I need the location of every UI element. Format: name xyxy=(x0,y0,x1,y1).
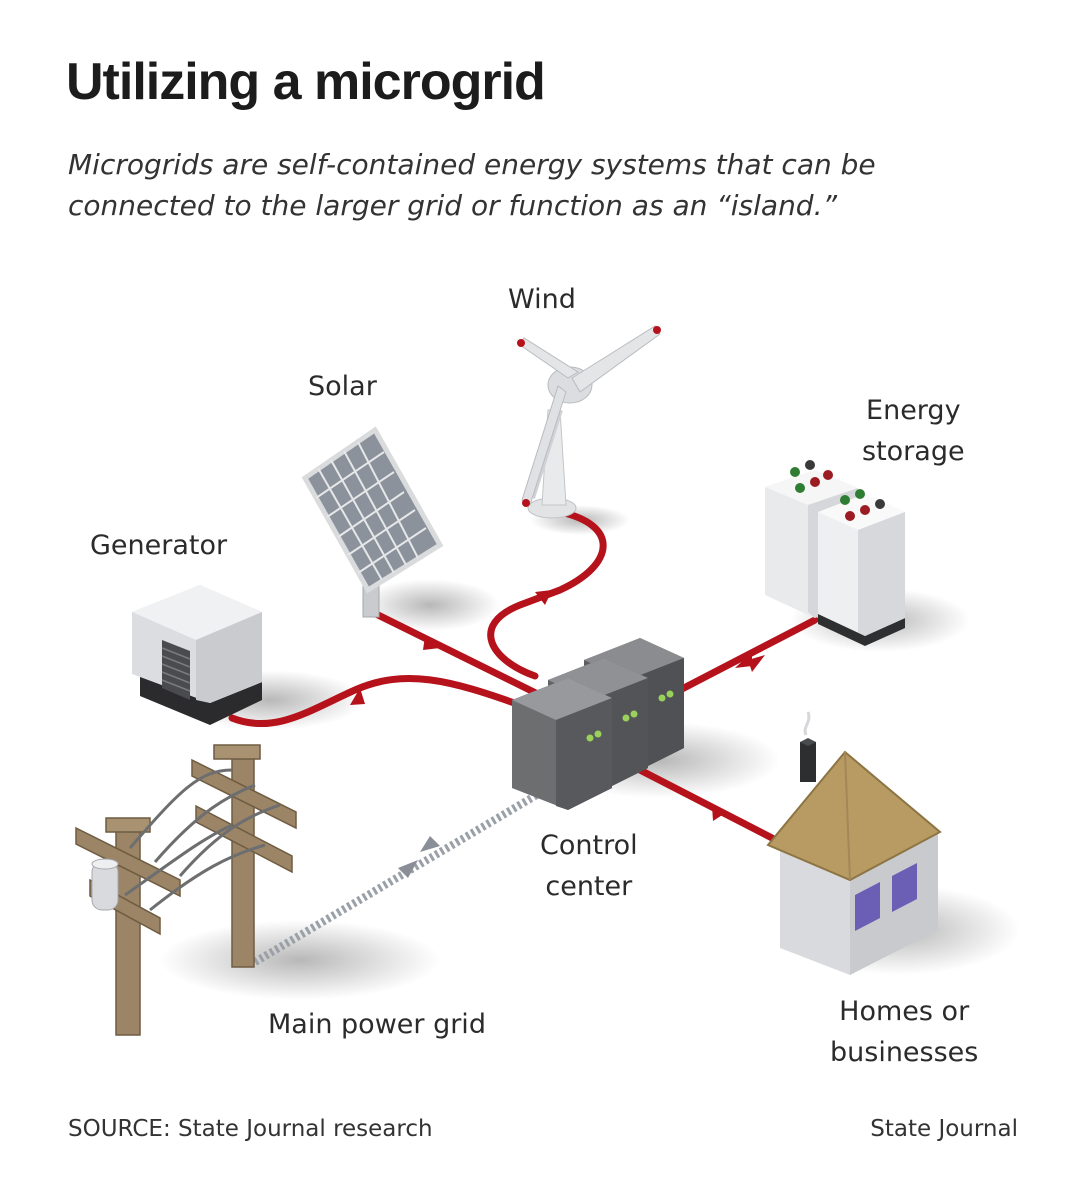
label-control-center-line-1: Control xyxy=(540,830,638,861)
solar-connection xyxy=(368,608,564,709)
house-window xyxy=(855,882,880,931)
energy-storage xyxy=(765,460,905,646)
subtitle-line-1: Microgrids are self-contained energy sys… xyxy=(68,148,876,181)
generator-arrow-icon xyxy=(350,688,365,705)
page-subtitle: Microgrids are self-contained energy sys… xyxy=(68,144,968,226)
grid-arrow-in-icon xyxy=(398,860,418,878)
label-homes-line-2: businesses xyxy=(830,1037,979,1068)
label-main-power-grid: Main power grid xyxy=(268,1009,486,1040)
label-energy-storage-line-2: storage xyxy=(862,436,965,467)
wind-connection xyxy=(487,508,607,680)
credit-line: State Journal xyxy=(870,1116,1018,1142)
label-homes-or-businesses: Homes or businesses xyxy=(830,991,978,1073)
storage-connection xyxy=(676,616,819,694)
label-solar: Solar xyxy=(308,371,377,402)
transformer xyxy=(91,858,119,911)
wind-turbine xyxy=(517,325,661,519)
generator xyxy=(132,585,262,725)
grid-arrow-out-icon xyxy=(420,836,440,852)
solar-panel xyxy=(301,426,444,618)
connection-lines xyxy=(228,508,819,842)
wind-blade-top xyxy=(519,337,579,379)
storage-arrow-icon xyxy=(735,652,752,668)
wind-arrow-icon xyxy=(535,590,552,605)
wind-blade-bottom xyxy=(521,385,567,506)
storage-arrow-back-icon xyxy=(748,655,765,672)
control-center-servers xyxy=(512,638,684,810)
generator-connection xyxy=(228,674,524,728)
house-roof xyxy=(766,750,942,882)
subtitle-line-2: connected to the larger grid or function… xyxy=(68,189,837,222)
house-window xyxy=(892,863,917,912)
flow-arrows xyxy=(350,590,765,821)
label-energy-storage-line-1: Energy xyxy=(866,395,961,426)
main-grid-link xyxy=(252,786,548,966)
solar-arrow-icon xyxy=(423,636,440,650)
label-control-center: Control center xyxy=(540,825,638,907)
label-energy-storage: Energy storage xyxy=(862,390,965,472)
label-homes-line-1: Homes or xyxy=(839,996,970,1027)
label-control-center-line-2: center xyxy=(545,871,633,902)
label-wind: Wind xyxy=(508,284,576,315)
home-arrow-icon xyxy=(712,806,727,821)
source-note: SOURCE: State Journal research xyxy=(68,1116,433,1142)
wind-blade-right xyxy=(571,325,661,393)
house xyxy=(766,711,942,975)
label-generator: Generator xyxy=(90,530,228,561)
page-title: Utilizing a microgrid xyxy=(66,53,546,111)
home-connection xyxy=(636,766,776,842)
power-lines xyxy=(124,768,281,912)
power-poles xyxy=(75,744,297,1036)
